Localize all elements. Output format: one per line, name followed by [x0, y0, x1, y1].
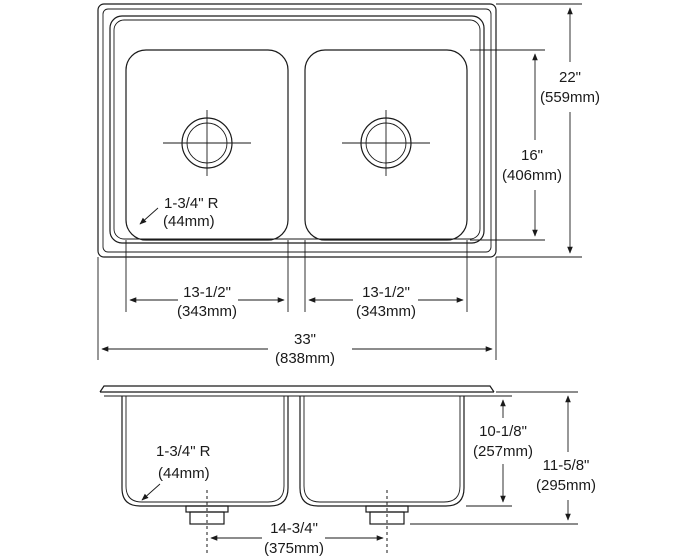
top-view: 1-3/4" R (44mm) 22" (559mm) 16" (406mm) … — [97, 3, 600, 367]
side-radius-label-1: 1-3/4" R — [156, 443, 211, 460]
drain-spacing-label-1: 14-3/4" — [270, 520, 318, 537]
sink-flange — [99, 385, 495, 393]
overall-height-label-1: 11-5/8" — [543, 457, 590, 474]
overall-height-label-2: (295mm) — [536, 477, 596, 494]
right-bowl-width-label-1: 13-1/2" — [362, 284, 410, 301]
bowl-height-label-1: 10-1/8" — [479, 423, 527, 440]
overall-width-label-1: 33" — [294, 331, 316, 348]
left-drain-outlet — [185, 505, 229, 525]
bowl-height-label-2: (257mm) — [473, 443, 533, 460]
radius-leader-side — [141, 483, 161, 501]
sink-outer-rim — [97, 3, 497, 258]
left-bowl-width-label-1: 13-1/2" — [183, 284, 231, 301]
overall-depth-label-2: (559mm) — [540, 89, 600, 106]
overall-width-label-2: (838mm) — [275, 350, 335, 367]
side-view: 1-3/4" R (44mm) 10-1/8" (257mm) 11-5/8" … — [99, 385, 596, 557]
overall-depth-label-1: 22" — [559, 69, 581, 86]
bowl-depth-label-1: 16" — [521, 147, 543, 164]
left-bowl-width-label-2: (343mm) — [177, 303, 237, 320]
right-bowl — [304, 49, 468, 241]
radius-leader-top — [139, 207, 159, 225]
right-bowl-profile — [299, 396, 465, 507]
right-bowl-width-label-2: (343mm) — [356, 303, 416, 320]
bowl-depth-label-2: (406mm) — [502, 167, 562, 184]
left-drain — [163, 110, 251, 176]
side-radius-label-2: (44mm) — [158, 465, 210, 482]
top-radius-label-2: (44mm) — [163, 213, 215, 230]
top-radius-label-1: 1-3/4" R — [164, 195, 219, 212]
left-bowl — [125, 49, 289, 241]
drain-spacing-label-2: (375mm) — [264, 540, 324, 557]
sink-inner-deck — [109, 15, 485, 244]
right-drain — [342, 110, 430, 176]
right-drain-outlet — [365, 505, 409, 525]
